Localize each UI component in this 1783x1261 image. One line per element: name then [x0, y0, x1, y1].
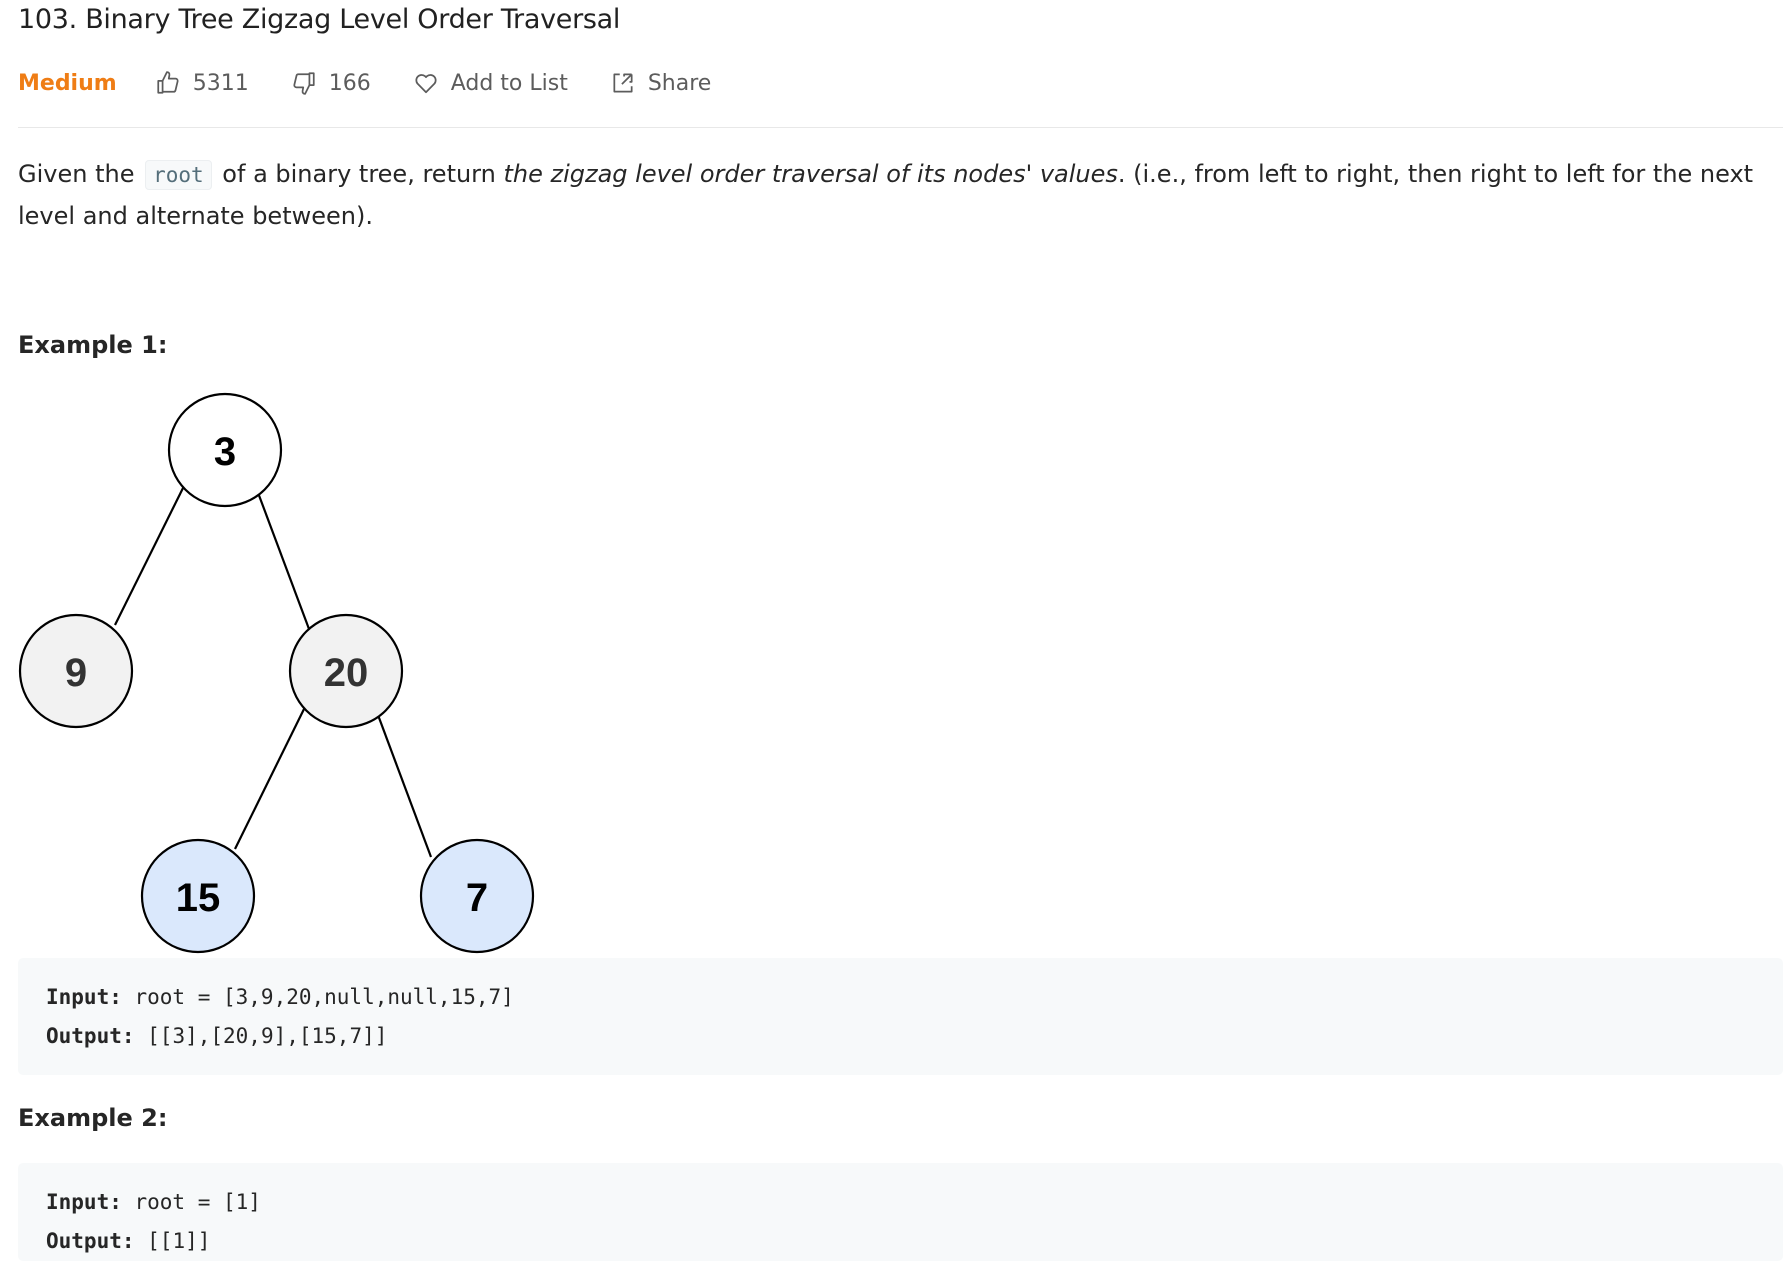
input-value: root = [1] — [121, 1190, 261, 1214]
tree-node-label: 7 — [466, 876, 488, 920]
example-1-code-block: Input: root = [3,9,20,null,null,15,7] Ou… — [18, 958, 1783, 1075]
output-label: Output: — [46, 1229, 135, 1253]
tree-edge — [373, 706, 433, 858]
like-button[interactable]: 5311 — [155, 70, 249, 96]
output-value: [[1]] — [134, 1229, 211, 1253]
tree-node — [288, 613, 404, 729]
root-code: root — [145, 160, 212, 190]
tree-edge — [234, 706, 306, 850]
difficulty-badge: Medium — [18, 70, 117, 96]
problem-title: 103. Binary Tree Zigzag Level Order Trav… — [18, 4, 621, 35]
add-to-list-button[interactable]: Add to List — [413, 70, 568, 96]
example-output-line: Output: [[1]] — [46, 1222, 1783, 1261]
example-input-line: Input: root = [3,9,20,null,null,15,7] — [46, 978, 1783, 1017]
output-label: Output: — [46, 1024, 135, 1048]
dislike-count: 166 — [328, 70, 371, 96]
add-to-list-label: Add to List — [450, 70, 568, 96]
like-count: 5311 — [192, 70, 249, 96]
header-divider — [18, 127, 1783, 128]
problem-description: Given the root of a binary tree, return … — [18, 154, 1768, 237]
example-input-line: Input: root = [1] — [46, 1183, 1783, 1222]
description-text: of a binary tree, return — [214, 160, 504, 188]
tree-node-label: 9 — [65, 651, 87, 695]
share-button[interactable]: Share — [610, 70, 712, 96]
share-icon — [613, 73, 633, 93]
description-emphasis: the zigzag level order traversal of its … — [503, 160, 1118, 188]
tree-node — [419, 838, 535, 954]
example-output-line: Output: [[3],[20,9],[15,7]] — [46, 1017, 1783, 1056]
thumbs-up-icon — [157, 71, 179, 94]
tree-edge — [114, 483, 186, 626]
example-2-code-block: Input: root = [1] Output: [[1]] — [18, 1163, 1783, 1261]
example-2-heading: Example 2: — [18, 1104, 168, 1132]
output-value: [[3],[20,9],[15,7]] — [134, 1024, 388, 1048]
example-1-heading: Example 1: — [18, 331, 168, 359]
tree-node-label: 15 — [176, 876, 221, 920]
tree-node-label: 20 — [324, 651, 369, 695]
input-label: Input: — [46, 1190, 122, 1214]
tree-edge — [252, 481, 311, 630]
input-label: Input: — [46, 985, 122, 1009]
example-1-tree-diagram: 3 9 20 15 7 — [18, 392, 535, 954]
share-label: Share — [647, 70, 712, 96]
tree-node-label: 3 — [214, 430, 236, 474]
dislike-button[interactable]: 166 — [291, 70, 371, 96]
heart-icon — [415, 74, 437, 94]
tree-node — [18, 613, 134, 729]
description-text: . (i.e., from left to right, then right … — [18, 160, 1754, 230]
tree-node — [140, 838, 256, 954]
thumbs-down-icon — [293, 72, 315, 95]
tree-node — [167, 392, 283, 508]
problem-meta-bar: Medium 5311 166 Add to List — [18, 64, 753, 102]
description-text: Given the — [18, 160, 143, 188]
input-value: root = [3,9,20,null,null,15,7] — [121, 985, 514, 1009]
